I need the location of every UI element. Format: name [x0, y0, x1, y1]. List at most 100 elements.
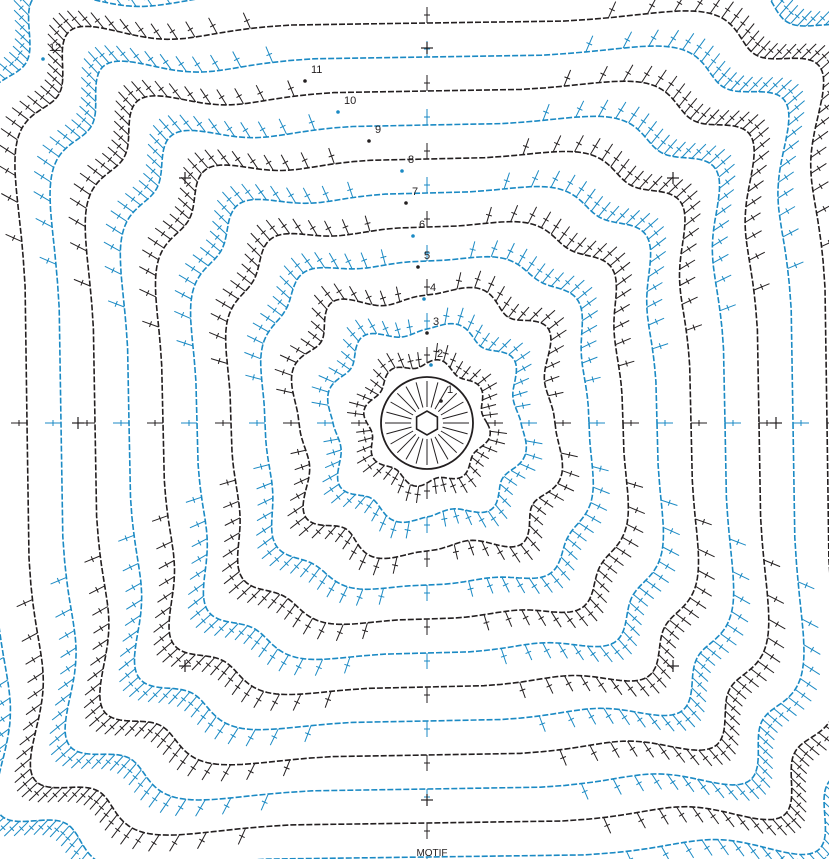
stitch-round-11 — [188, 28, 193, 31]
stitch-round-11 — [0, 166, 15, 176]
center-stitch — [431, 439, 438, 464]
stitch-round-5 — [229, 550, 232, 555]
round-start-dot — [429, 363, 433, 367]
stitch-round-2 — [331, 437, 332, 443]
stitch-round-2 — [521, 354, 524, 359]
stitch-round-2 — [319, 401, 320, 407]
stitch-round-9 — [646, 748, 651, 751]
stitch-round-3 — [392, 565, 398, 566]
stitch-round-3 — [284, 388, 285, 394]
stitch-round-8 — [631, 113, 636, 116]
stitch-round-3 — [298, 449, 299, 455]
round-4-chain — [261, 257, 594, 590]
stitch-round-10 — [58, 711, 62, 716]
stitch-round-3 — [351, 551, 356, 554]
stitch-round-8 — [719, 644, 723, 649]
stitch-round-3 — [555, 347, 558, 352]
center-stitch — [443, 427, 468, 434]
stitch-round-8 — [208, 723, 213, 727]
stitch-round-3 — [569, 452, 570, 458]
stitch-round-10 — [795, 701, 799, 706]
stitch-round-7 — [250, 160, 255, 163]
stitch-round-10 — [163, 60, 168, 64]
stitch-round-11 — [170, 30, 175, 33]
stitch-round-11 — [677, 2, 682, 5]
stitch-round-3 — [498, 551, 503, 554]
stitch-round-9 — [752, 233, 755, 238]
stitch-round-8 — [132, 585, 135, 590]
stitch-round-4 — [585, 525, 588, 530]
stitch-round-8 — [243, 128, 248, 131]
stitch-round-4 — [263, 540, 267, 545]
stitch-round-8 — [727, 637, 731, 642]
stitch-round-9 — [180, 760, 185, 764]
stitch-round-4 — [262, 528, 265, 533]
stitch-round-9 — [188, 92, 193, 96]
round-label-8: 8 — [408, 154, 414, 166]
stitch-round-5 — [287, 610, 292, 614]
stitch-round-11 — [29, 722, 33, 727]
stitch-round-4 — [578, 533, 582, 538]
stitch-round-8 — [113, 227, 116, 232]
stitch-round-10 — [810, 667, 813, 672]
stitch-round-5 — [295, 225, 300, 228]
round-label-4: 4 — [430, 282, 436, 294]
stitch-round-7 — [702, 589, 705, 594]
stitch-round-10 — [701, 785, 706, 789]
stitch-round-6 — [255, 641, 260, 645]
stitch-round-10 — [198, 807, 203, 810]
center-stitch — [397, 434, 415, 452]
stitch-round-11 — [5, 147, 8, 152]
stitch-round-1 — [476, 460, 480, 465]
stitch-round-7 — [605, 150, 610, 153]
stitch-round-12 — [686, 849, 691, 852]
stitch-round-1 — [469, 478, 474, 482]
stitch-round-12 — [0, 698, 10, 708]
stitch-round-5 — [621, 306, 624, 311]
stitch-round-7 — [161, 231, 165, 236]
stitch-round-11 — [821, 119, 825, 124]
stitch-round-5 — [554, 225, 559, 228]
stitch-round-6 — [196, 572, 199, 577]
stitch-round-9 — [774, 640, 777, 645]
stitch-round-8 — [117, 214, 120, 219]
stitch-round-1 — [490, 412, 491, 418]
stitch-round-3 — [555, 391, 556, 397]
stitch-round-9 — [203, 95, 208, 98]
stitch-round-7 — [686, 262, 689, 267]
stitch-round-5 — [554, 618, 559, 621]
stitch-round-11 — [32, 707, 36, 712]
stitch-round-5 — [282, 224, 287, 228]
stitch-round-10 — [195, 63, 200, 66]
stitch-round-5 — [228, 564, 232, 569]
stitch-round-9 — [630, 747, 635, 750]
stitch-round-10 — [671, 37, 676, 40]
round-8-chain — [120, 116, 733, 729]
stitch-round-6 — [591, 652, 596, 656]
stitch-round-1 — [368, 465, 372, 470]
stitch-round-6 — [289, 194, 294, 197]
stitch-round-3 — [504, 302, 509, 305]
stitch-round-10 — [651, 36, 656, 39]
stitch-round-9 — [658, 76, 663, 79]
stitch-round-11 — [172, 841, 177, 844]
stitch-round-10 — [786, 159, 790, 164]
stitch-round-1 — [386, 472, 391, 476]
round-start-dot — [439, 399, 443, 403]
stitch-round-12 — [0, 820, 11, 835]
stitch-round-3 — [545, 500, 548, 505]
stitch-round-10 — [792, 130, 796, 135]
stitch-round-8 — [718, 239, 721, 244]
stitch-round-5 — [622, 291, 625, 296]
round-start-dot — [41, 57, 45, 61]
round-label-9: 9 — [375, 124, 381, 136]
stitch-round-10 — [802, 693, 806, 698]
stitch-round-3 — [294, 508, 297, 513]
stitch-round-12 — [705, 846, 710, 849]
round-label-10: 10 — [344, 95, 356, 107]
stitch-round-6 — [560, 649, 565, 652]
center-stitch — [435, 437, 448, 460]
stitch-round-8 — [606, 714, 611, 717]
stitch-round-4 — [320, 581, 325, 584]
stitch-round-6 — [192, 266, 195, 271]
